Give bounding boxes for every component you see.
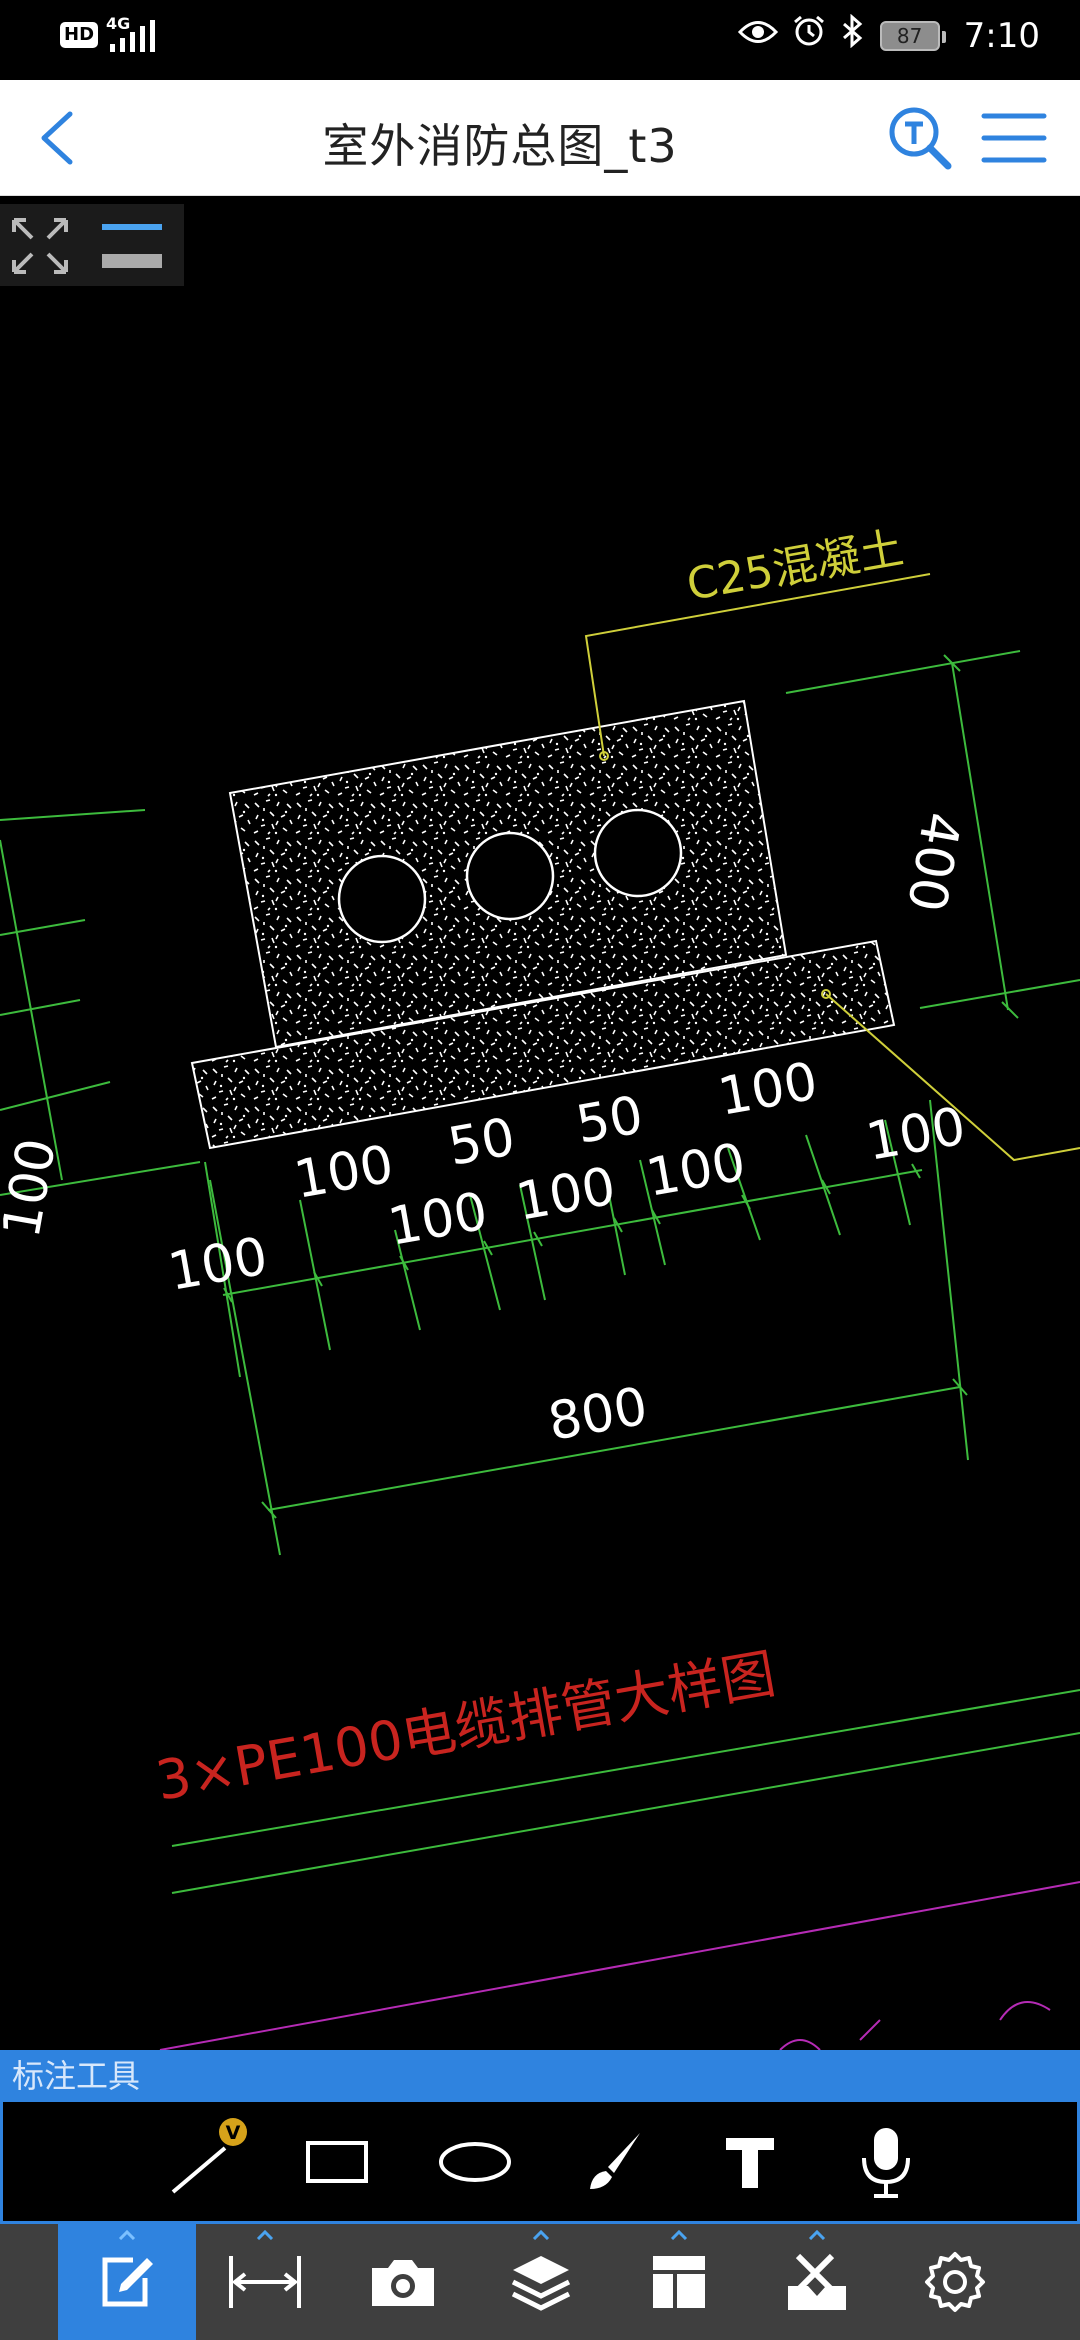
dimension-ticks: [223, 1163, 921, 1303]
settings-icon[interactable]: [886, 2224, 1024, 2340]
hd-badge: HD: [60, 22, 99, 48]
annotate-icon[interactable]: [58, 2224, 196, 2340]
network-type-label: 4G: [106, 14, 131, 33]
layout-icon[interactable]: [610, 2224, 748, 2340]
eye-icon: [737, 16, 778, 56]
rectangle-tool-icon[interactable]: [278, 2102, 398, 2221]
dim-label: 100: [290, 1134, 398, 1210]
dim-label: 100: [384, 1181, 492, 1257]
page-title: 室外消防总图_t3: [322, 119, 678, 173]
dim-label: 100: [512, 1156, 620, 1232]
layer-toggle-icon[interactable]: [100, 218, 164, 278]
dim-label: 50: [572, 1085, 648, 1156]
pipe-circle: [337, 854, 427, 944]
dim-label: 100: [642, 1132, 750, 1208]
measure-icon[interactable]: [196, 2224, 334, 2340]
camera-icon[interactable]: [334, 2224, 472, 2340]
brush-tool-icon[interactable]: [553, 2102, 673, 2221]
text-tool-icon[interactable]: [690, 2102, 810, 2221]
bluetooth-icon: [840, 13, 866, 57]
status-bar: HD 4G 87 7:10: [0, 0, 1080, 80]
layers-icon[interactable]: [472, 2224, 610, 2340]
ellipse-tool-icon[interactable]: [415, 2102, 535, 2221]
signal-icon: 4G: [106, 14, 162, 52]
line-tool-icon[interactable]: V: [143, 2102, 263, 2221]
dim-label: 100: [164, 1226, 272, 1302]
view-tools: [0, 204, 184, 286]
dim-label: 100: [714, 1051, 822, 1127]
menu-icon[interactable]: [980, 110, 1050, 166]
leader-lines: [584, 573, 1080, 1162]
dimension-lines: [0, 650, 1080, 1894]
concrete-base-block: [190, 939, 896, 1150]
title-bar: 室外消防总图_t3: [0, 80, 1080, 197]
pipe-circle: [465, 831, 555, 921]
dim-label: 50: [444, 1107, 520, 1178]
annotation-toolbar: V: [0, 2102, 1080, 2224]
back-arrow-icon[interactable]: [30, 108, 90, 168]
dim-height-label: 400: [895, 808, 971, 916]
voice-tool-icon[interactable]: [826, 2102, 946, 2221]
tools-box-icon[interactable]: [748, 2224, 886, 2340]
text-search-icon[interactable]: [886, 104, 956, 174]
pipe-circle: [593, 808, 683, 898]
dim-total-label: 800: [544, 1376, 652, 1452]
fullscreen-icon[interactable]: [10, 216, 70, 280]
annotation-tools-header: 标注工具: [0, 2050, 1080, 2102]
drawing-caption: 3×PE100电缆排管大样图: [151, 1642, 780, 1813]
clock-time: 7:10: [963, 15, 1040, 56]
dim-label: 100: [0, 1134, 68, 1242]
alarm-icon: [792, 14, 826, 57]
battery-indicator: 87: [879, 20, 946, 51]
line-tool-badge: V: [226, 2122, 241, 2144]
magenta-line: [159, 1881, 1080, 2050]
bottom-toolbar: [0, 2224, 1080, 2340]
cad-drawing-canvas[interactable]: C25混凝土 400 100 50: [0, 196, 1080, 2050]
dim-label: 100: [862, 1096, 970, 1172]
